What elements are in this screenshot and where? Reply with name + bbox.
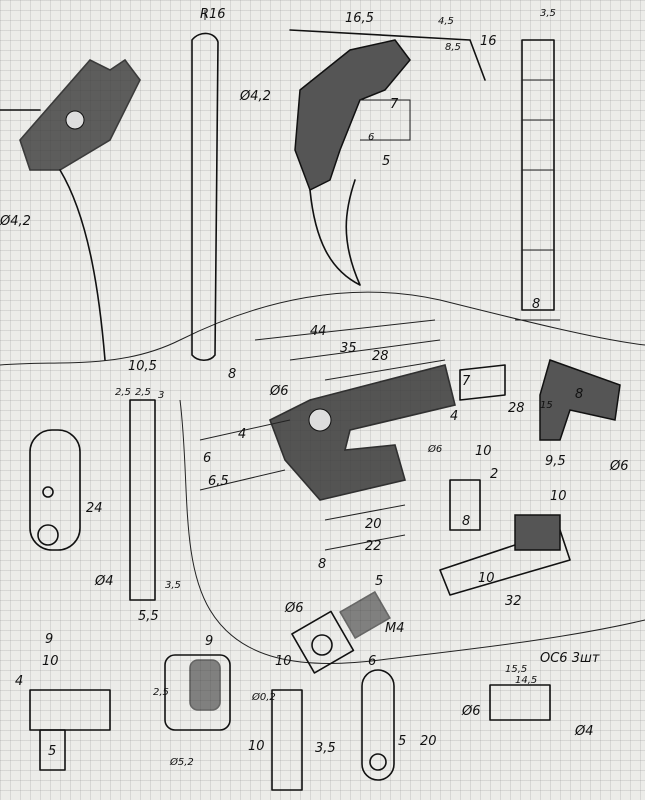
dim-label: Ø0,2 bbox=[251, 691, 276, 703]
dim-label: 6 bbox=[368, 654, 376, 669]
dim-label: 10 bbox=[475, 444, 492, 459]
dim-label: 9 bbox=[45, 632, 53, 647]
dim-label: 24 bbox=[86, 501, 103, 516]
dim-label: 3,5 bbox=[315, 741, 336, 756]
dim-label: 6 bbox=[368, 132, 374, 143]
dim-label: 20 bbox=[365, 517, 382, 532]
dim-label: 10 bbox=[550, 489, 567, 504]
dim-label: 10 bbox=[478, 571, 495, 586]
dim-label: 5 bbox=[382, 154, 390, 169]
dim-label: 2,5 bbox=[153, 687, 169, 698]
dim-label: 32 bbox=[505, 594, 522, 609]
dim-label: 10 bbox=[275, 654, 292, 669]
dim-label: 8 bbox=[575, 387, 583, 402]
dim-label: Ø4,2 bbox=[0, 214, 31, 229]
dim-label: 8 bbox=[532, 297, 540, 312]
dim-label: Ø5,2 bbox=[169, 756, 194, 768]
dim-label: 15 bbox=[540, 400, 553, 411]
dim-label: Ø4,2 bbox=[239, 89, 271, 104]
dim-label: Ø6 bbox=[284, 601, 304, 616]
region-boundary bbox=[0, 291, 645, 366]
dim-label: Ø4 bbox=[94, 574, 114, 589]
dim-label: M4 bbox=[385, 621, 405, 636]
dim-label: 44 bbox=[310, 324, 327, 339]
lever-part-center bbox=[199, 319, 506, 551]
bar-part-r16 bbox=[191, 10, 219, 362]
dim-label: 7 bbox=[390, 97, 399, 112]
dim-label: 28 bbox=[372, 349, 389, 364]
dim-label: Ø6 bbox=[427, 443, 442, 455]
strip-part-right bbox=[515, 39, 560, 321]
dim-label: 35 bbox=[340, 341, 357, 356]
dim-label: 8 bbox=[318, 557, 326, 572]
dim-label: 4 bbox=[15, 674, 23, 689]
dim-label: 4 bbox=[238, 427, 246, 442]
dim-label: 15,5 bbox=[505, 664, 527, 675]
small-parts bbox=[29, 359, 621, 791]
dim-label: 5,5 bbox=[138, 609, 159, 624]
dim-label: 22 bbox=[365, 539, 382, 554]
dim-label: 10,5 bbox=[128, 359, 157, 374]
dim-label: 8 bbox=[462, 514, 470, 529]
dim-label: 5 bbox=[48, 744, 56, 759]
dim-label: Ø6 bbox=[461, 704, 481, 719]
dim-label: 4 bbox=[450, 409, 458, 424]
dim-label: 7 bbox=[462, 374, 471, 389]
dimension-labels: R16 16,5 4,5 8,5 16 Ø4,2 Ø4,2 7 6 5 3,5 … bbox=[0, 7, 629, 768]
dim-label: 3 bbox=[158, 390, 164, 401]
dim-label: 10 bbox=[248, 739, 265, 754]
dim-label: 8,5 bbox=[445, 42, 461, 53]
dim-label: 9,5 bbox=[545, 454, 566, 469]
dim-label: 8 bbox=[228, 367, 236, 382]
dim-label: Ø6 bbox=[609, 459, 629, 474]
region-boundary bbox=[179, 399, 645, 664]
dim-label: 9 bbox=[205, 634, 213, 649]
dim-label: 5 bbox=[398, 734, 406, 749]
dim-label: 5 bbox=[375, 574, 383, 589]
dim-label: 16,5 bbox=[345, 11, 374, 26]
dim-label: 6 bbox=[203, 451, 211, 466]
dim-label: Ø6 bbox=[269, 384, 289, 399]
dim-label: 4,5 bbox=[438, 16, 454, 27]
dim-label: 2 bbox=[490, 467, 498, 482]
dim-label: 3,5 bbox=[540, 8, 556, 19]
dim-label: ОС6 3шт bbox=[540, 651, 600, 666]
dim-label: 3,5 bbox=[165, 580, 181, 591]
dim-label: R16 bbox=[200, 7, 226, 22]
dim-label: 28 bbox=[508, 401, 525, 416]
dim-label: 16 bbox=[480, 34, 497, 49]
dim-label: 2,5 bbox=[135, 387, 151, 398]
dim-label: 2,5 bbox=[115, 387, 131, 398]
dim-label: 6,5 bbox=[208, 474, 229, 489]
dim-label: 10 bbox=[42, 654, 59, 669]
dim-label: 20 bbox=[420, 734, 437, 749]
trigger-part-left bbox=[0, 58, 141, 361]
dim-label: 14,5 bbox=[515, 675, 537, 686]
dim-label: Ø4 bbox=[574, 724, 594, 739]
sear-part bbox=[289, 29, 486, 286]
